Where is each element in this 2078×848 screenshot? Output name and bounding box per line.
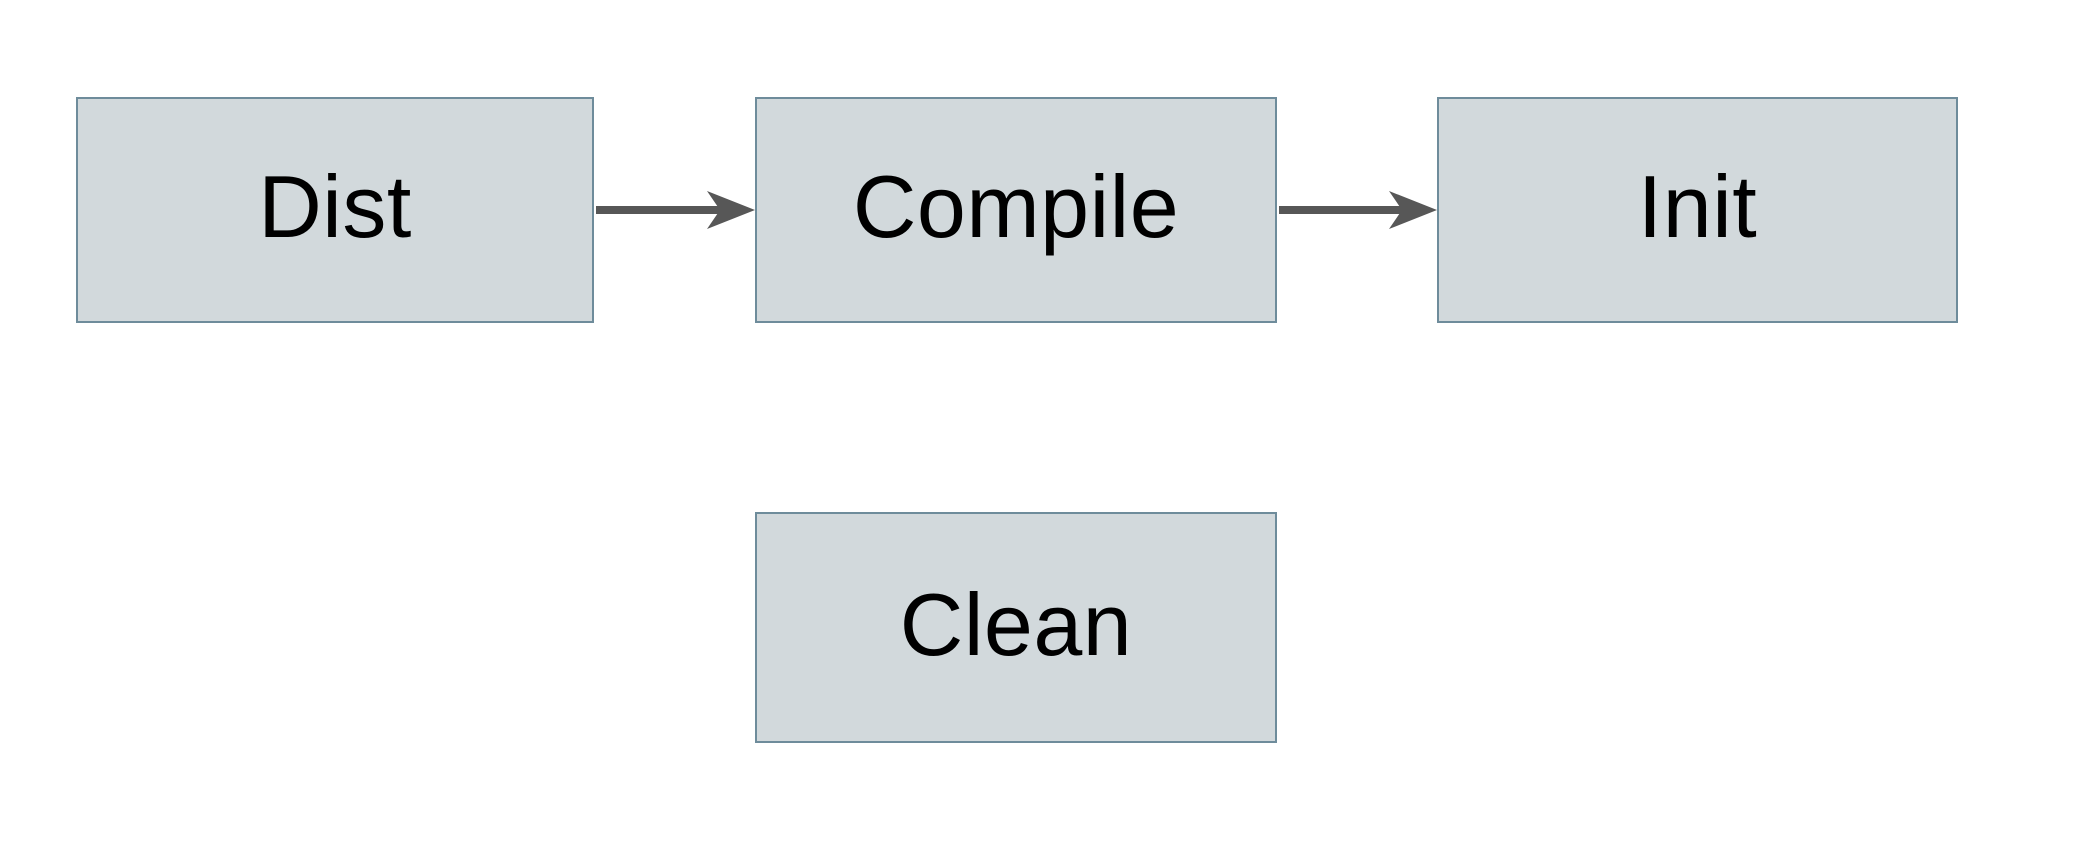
node-label-clean: Clean xyxy=(899,574,1133,674)
node-label-compile: Compile xyxy=(852,157,1180,256)
diagram-node-dist[interactable]: Dist xyxy=(76,97,594,323)
diagram-node-compile[interactable]: Compile xyxy=(755,97,1277,323)
diagram-node-init[interactable]: Init xyxy=(1437,97,1958,323)
node-label-dist: Dist xyxy=(258,157,412,256)
node-label-init: Init xyxy=(1637,157,1758,256)
diagram-node-clean[interactable]: Clean xyxy=(755,512,1277,743)
connector-arrow-dist-to-compile[interactable] xyxy=(596,191,755,229)
connector-arrow-compile-to-init[interactable] xyxy=(1279,191,1437,229)
